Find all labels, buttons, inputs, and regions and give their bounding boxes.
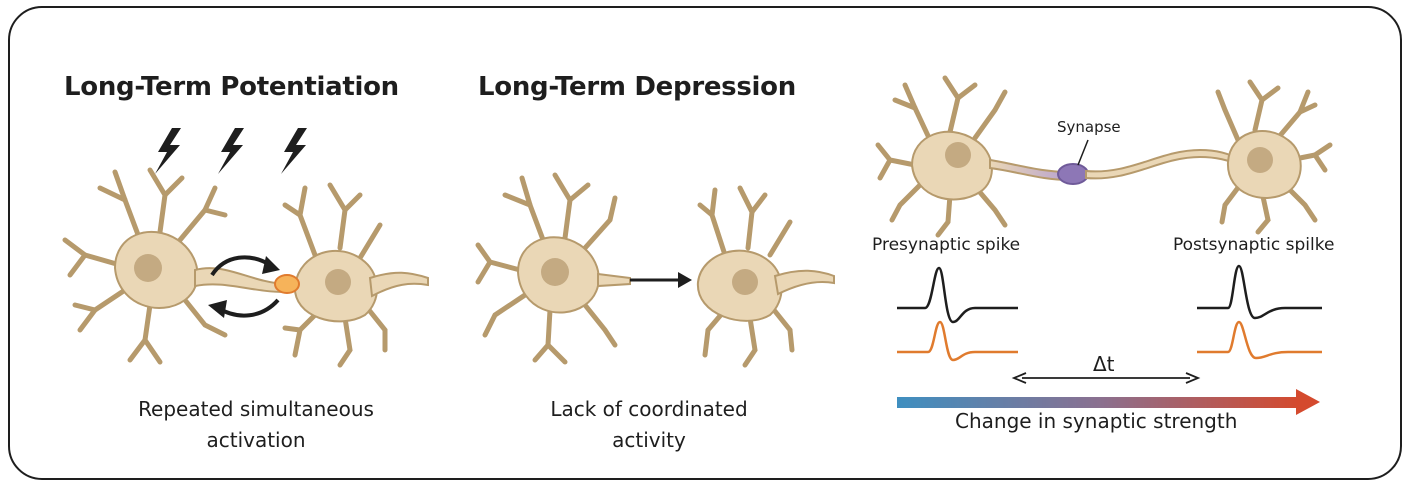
lightning-bolt-icon: [281, 128, 307, 174]
ltd-title: Long-Term Depression: [478, 72, 796, 102]
postsynaptic-soma-ltp: [293, 249, 429, 323]
lightning-bolt-icon: [155, 128, 181, 174]
ltp-caption: Repeated simultaneous activation: [96, 394, 416, 456]
ltp-caption-line1: Repeated simultaneous: [138, 397, 374, 421]
postsynaptic-neuron-stdp: [1215, 79, 1333, 235]
presynaptic-spike-orange: [897, 320, 1018, 362]
delta-t-label: Δt: [1093, 352, 1115, 376]
synapse-marker-stdp: [1057, 139, 1089, 185]
postsynaptic-neuron-ltd: [697, 185, 795, 368]
postsynaptic-spike-orange: [1197, 320, 1322, 360]
presynaptic-label: Presynaptic spike: [872, 235, 1021, 255]
presynaptic-neuron-ltp: [62, 167, 228, 365]
synaptic-strength-label: Change in synaptic strength: [955, 409, 1238, 433]
straight-arrow-icon: [630, 272, 692, 288]
ltd-caption-line1: Lack of coordinated: [550, 397, 748, 421]
ltp-caption-line2: activation: [206, 428, 306, 452]
postsynaptic-neuron-ltp: [282, 182, 388, 368]
presynaptic-neuron-stdp: [875, 75, 1008, 238]
synaptic-strength-gradient-arrow: [897, 389, 1320, 415]
presynaptic-soma-ltd: [516, 236, 631, 314]
ltd-caption-line2: activity: [612, 428, 686, 452]
postsynaptic-label: Postsynaptic spilke: [1173, 235, 1335, 255]
synapse-label: Synapse: [1057, 118, 1121, 136]
ltd-caption: Lack of coordinated activity: [499, 394, 799, 456]
postsynaptic-spike-black: [1197, 264, 1322, 320]
ltp-title: Long-Term Potentiation: [64, 72, 399, 102]
lightning-bolt-icon: [218, 128, 244, 174]
double-arrow-icon: [1011, 372, 1201, 384]
presynaptic-spike-black: [897, 266, 1018, 324]
presynaptic-soma-stdp: [910, 130, 993, 201]
presynaptic-soma-ltp: [113, 230, 286, 309]
postsynaptic-soma-stdp: [1226, 130, 1302, 199]
curved-arrow-icon: [208, 298, 280, 318]
postsynaptic-soma-ltd: [696, 249, 835, 322]
dendrite-stdp: [1085, 148, 1241, 180]
synapse-marker-ltp: [274, 274, 300, 294]
presynaptic-neuron-ltd: [475, 172, 618, 365]
curved-arrow-icon: [210, 255, 280, 277]
diagram-frame: [8, 6, 1402, 480]
